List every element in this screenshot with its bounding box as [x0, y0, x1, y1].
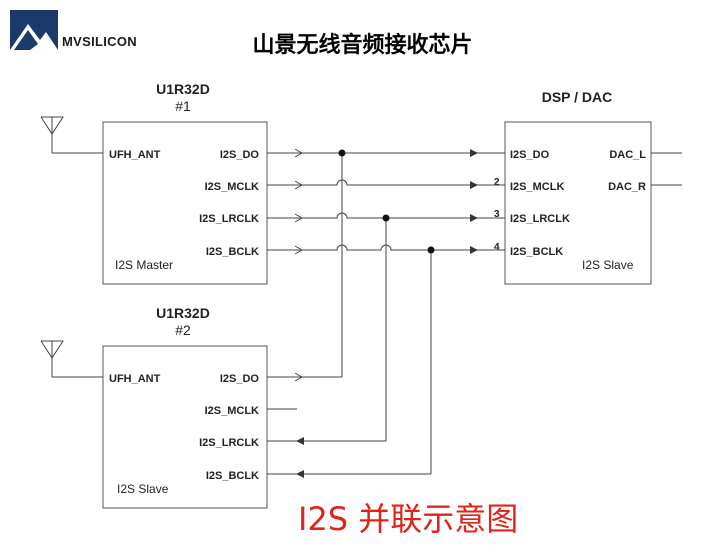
arrow-chip2-lrclk-icon — [296, 437, 304, 445]
chip2-pin-lrclk: I2S_LRCLK — [199, 437, 259, 449]
arrow-dsp-do-icon — [470, 149, 478, 157]
chevron-chip2-do-icon — [294, 372, 304, 382]
chip1-ant-pin: UFH_ANT — [109, 149, 161, 161]
diagram-caption: I2S 并联示意图 — [298, 500, 519, 538]
brand-name: MVSILICON — [62, 34, 137, 49]
chip2-box — [102, 345, 268, 509]
mvsilicon-logo-icon — [10, 10, 58, 50]
line-number-2: 2 — [494, 177, 500, 188]
line-number-4: 4 — [494, 242, 500, 253]
wire-mclk — [267, 179, 505, 186]
chip1-pin-lrclk: I2S_LRCLK — [199, 213, 259, 225]
junction-do — [338, 149, 346, 157]
chip1-pin-do: I2S_DO — [220, 149, 260, 161]
dsp-name-label: DSP / DAC — [542, 89, 613, 105]
arrow-chip2-bclk-icon — [296, 470, 304, 478]
dsp-role: I2S Slave — [582, 258, 634, 272]
dsp-pin-do: I2S_DO — [510, 149, 550, 161]
arrow-dsp-mclk-icon — [470, 181, 478, 189]
chevron-mclk-icon — [294, 180, 304, 190]
arrow-dsp-lrclk-icon — [470, 214, 478, 222]
page-title: 山景无线音频接收芯片 — [252, 33, 473, 58]
chip2-role: I2S Slave — [117, 482, 169, 496]
chip2-pin-do: I2S_DO — [220, 373, 260, 385]
chip1-role: I2S Master — [115, 258, 173, 272]
dsp-box — [504, 121, 652, 285]
chip1-pin-bclk: I2S_BCLK — [206, 246, 259, 258]
chip1-box — [102, 121, 268, 285]
chip2-part-label: U1R32D — [156, 305, 210, 321]
dsp-pin-dac-l: DAC_L — [609, 149, 646, 161]
chip2-ant-pin: UFH_ANT — [109, 373, 161, 385]
dsp-pin-dac-r: DAC_R — [608, 181, 646, 193]
antenna-1-icon — [40, 116, 103, 154]
chip1-index-label: #1 — [175, 98, 191, 114]
chip1-pin-mclk: I2S_MCLK — [205, 181, 259, 193]
arrow-dsp-bclk-icon — [470, 246, 478, 254]
chip2-pin-mclk: I2S_MCLK — [205, 405, 259, 417]
chip1-part-label: U1R32D — [156, 81, 210, 97]
line-number-3: 3 — [494, 209, 500, 220]
dsp-pin-mclk: I2S_MCLK — [510, 181, 564, 193]
junction-bclk — [427, 246, 435, 254]
junction-lrclk — [382, 214, 390, 222]
chevron-lrclk-icon — [294, 213, 304, 223]
dsp-pin-bclk: I2S_BCLK — [510, 246, 563, 258]
chip2-index-label: #2 — [175, 322, 191, 338]
chip2-pin-bclk: I2S_BCLK — [206, 470, 259, 482]
chevron-do-icon — [294, 148, 304, 158]
wire-bclk — [267, 244, 505, 251]
antenna-2-icon — [40, 340, 103, 378]
dsp-pin-lrclk: I2S_LRCLK — [510, 213, 570, 225]
chevron-bclk-icon — [294, 245, 304, 255]
